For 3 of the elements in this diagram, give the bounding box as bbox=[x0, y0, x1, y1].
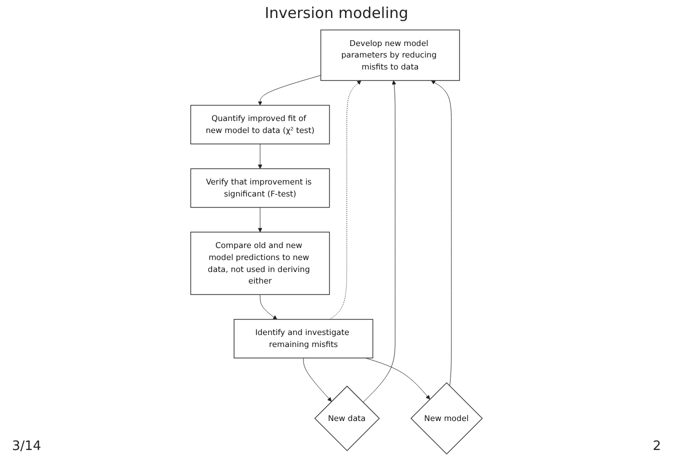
footer-text: 3/14 bbox=[12, 439, 42, 454]
footer-text: 2 bbox=[652, 439, 661, 454]
diagram-title: Inversion modeling bbox=[264, 4, 410, 22]
